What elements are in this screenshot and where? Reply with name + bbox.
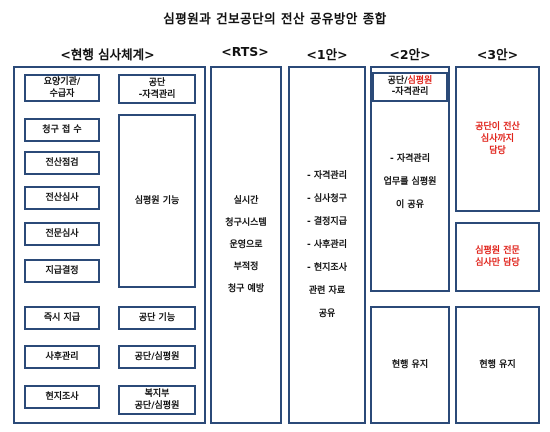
plan2-label-b: -자격관리 bbox=[391, 87, 429, 97]
header-plan3: <3안> bbox=[476, 47, 519, 62]
box-nhis-function: 공단 기능 bbox=[118, 306, 196, 330]
box-payment-decision: 지급결정 bbox=[24, 259, 100, 283]
plan1-line: - 자격관리 bbox=[307, 170, 347, 181]
box-computer-check: 전산점검 bbox=[24, 151, 100, 175]
plan1-line: - 사후관리 bbox=[307, 239, 347, 250]
box-nhis-eligibility-label: 공단 -자격관리 bbox=[138, 78, 176, 100]
diagram-title: 심평원과 건보공단의 전산 공유방안 종합 bbox=[163, 11, 387, 26]
rts-panel: 실시간 청구시스템 운영으로 부적정 청구 예방 bbox=[210, 66, 282, 424]
plan2-description: - 자격관리 업무를 심평원 이 공유 bbox=[370, 148, 450, 217]
plan1-line: 관련 자료 bbox=[308, 285, 346, 296]
plan1-line: 공유 bbox=[318, 308, 336, 319]
plan2-desc-line: 이 공유 bbox=[396, 200, 424, 210]
box-computer-review: 전산심사 bbox=[24, 186, 100, 210]
box-onsite-investigation: 현지조사 bbox=[24, 385, 100, 409]
plan1-panel: - 자격관리 - 심사청구 - 결정지급 - 사후관리 - 현지조사 관련 자료… bbox=[288, 66, 366, 424]
plan3-hira-expert-box: 심평원 전문 심사만 담당 bbox=[455, 222, 540, 292]
box-claim-receipt: 청구 접 수 bbox=[24, 118, 100, 142]
plan2-label-a: 공단/ bbox=[387, 76, 408, 86]
box-immediate-payment: 즉시 지급 bbox=[24, 306, 100, 330]
plan2-top-panel bbox=[370, 66, 450, 292]
rts-line: 청구시스템 bbox=[225, 218, 267, 228]
plan3-keep-current: 현행 유지 bbox=[455, 306, 540, 424]
plan1-line: - 결정지급 bbox=[307, 216, 347, 227]
box-expert-review: 전문심사 bbox=[24, 222, 100, 246]
rts-line: 실시간 bbox=[233, 196, 259, 206]
header-rts: <RTS> bbox=[221, 44, 269, 59]
plan1-line: - 심사청구 bbox=[307, 193, 347, 204]
rts-line: 부적정 bbox=[233, 262, 259, 272]
box-nhis-hira: 공단/심평원 bbox=[118, 345, 196, 369]
plan2-keep-current: 현행 유지 bbox=[370, 306, 450, 424]
box-post-management: 사후관리 bbox=[24, 345, 100, 369]
rts-line: 청구 예방 bbox=[227, 284, 265, 294]
header-current: <현행 심사체계> bbox=[60, 47, 155, 62]
box-provider-recipient: 요양기관/ 수급자 bbox=[24, 74, 100, 102]
plan2-label-red: 심평원 bbox=[407, 76, 433, 86]
header-plan1: <1안> bbox=[306, 47, 348, 62]
plan3-middle-label: 심평원 전문 심사만 담당 bbox=[475, 246, 520, 268]
box-hira-function: 심평원 기능 bbox=[118, 114, 196, 288]
header-plan2: <2안> bbox=[389, 47, 431, 62]
plan2-eligibility-box: 공단/심평원 -자격관리 bbox=[372, 72, 448, 102]
plan2-desc-line: - 자격관리 bbox=[390, 154, 430, 164]
rts-line: 운영으로 bbox=[229, 240, 263, 250]
box-nhis-eligibility: 공단 -자격관리 bbox=[118, 74, 196, 104]
plan3-top-label: 공단이 전산 심사까지 담당 bbox=[475, 122, 520, 156]
plan1-line: - 현지조사 bbox=[307, 262, 347, 273]
box-ministry-nhis-hira: 복지부 공단/심평원 bbox=[118, 385, 196, 415]
plan3-nhis-review-box: 공단이 전산 심사까지 담당 bbox=[455, 66, 540, 212]
box-provider-recipient-label: 요양기관/ 수급자 bbox=[43, 77, 81, 99]
plan2-desc-line: 업무를 심평원 bbox=[383, 177, 437, 187]
box-ministry-nhis-hira-label: 복지부 공단/심평원 bbox=[134, 389, 180, 411]
